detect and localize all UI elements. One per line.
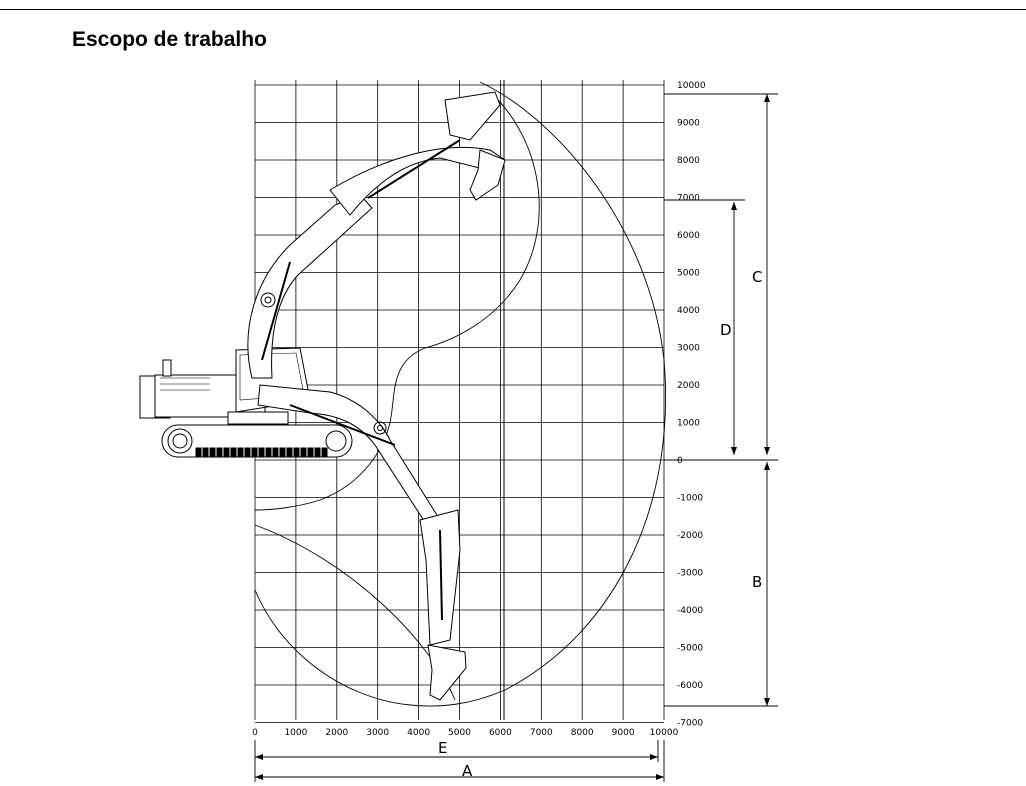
track-link: [314, 447, 321, 457]
y-tick-label: 0: [677, 456, 683, 466]
track-link: [223, 447, 230, 457]
y-tick-label: 10000: [677, 81, 706, 91]
y-tick-label: 5000: [677, 269, 700, 279]
y-tick-label: 8000: [677, 156, 700, 166]
x-tick-label: 1000: [284, 728, 307, 738]
track-link: [244, 447, 251, 457]
x-tick-label: 10000: [650, 728, 679, 738]
x-tick-label: 6000: [489, 728, 512, 738]
y-tick-label: 2000: [677, 381, 700, 391]
track-link: [293, 447, 300, 457]
y-tick-label: -4000: [677, 606, 703, 616]
track-link: [286, 447, 293, 457]
dimension-d-label: D: [720, 321, 732, 339]
x-tick-label: 8000: [571, 728, 594, 738]
x-tick-label: 7000: [530, 728, 553, 738]
y-tick-label: 6000: [677, 231, 700, 241]
track-link: [258, 447, 265, 457]
track-link: [265, 447, 272, 457]
x-tick-label: 4000: [407, 728, 430, 738]
exhaust-stack: [162, 359, 172, 377]
track-link: [237, 447, 244, 457]
lowered-boom-cylinder: [289, 404, 396, 446]
lowered-arm: [419, 509, 461, 646]
x-tick-label: 5000: [448, 728, 471, 738]
track-link: [321, 447, 328, 457]
dimension-a-label: A: [462, 762, 473, 780]
track-link: [230, 447, 237, 457]
track-link: [209, 447, 216, 457]
track-link: [216, 447, 223, 457]
raised-boom-cylinder: [261, 261, 291, 361]
idler-wheel-icon: [167, 428, 193, 454]
y-tick-label: -3000: [677, 569, 703, 579]
track-link: [202, 447, 209, 457]
track-link: [307, 447, 314, 457]
y-tick-label: 1000: [677, 419, 700, 429]
x-tick-label: 0: [252, 728, 258, 738]
y-tick-label: -2000: [677, 531, 703, 541]
track-link: [279, 447, 286, 457]
x-tick-label: 3000: [366, 728, 389, 738]
track-links: [195, 447, 328, 457]
y-tick-label: 3000: [677, 344, 700, 354]
dimension-c-label: C: [752, 268, 762, 286]
dimension-b-label: B: [752, 573, 762, 591]
track-link: [272, 447, 279, 457]
max-reach-curve: [254, 81, 667, 707]
x-tick-label: 9000: [612, 728, 635, 738]
track-link: [251, 447, 258, 457]
raised-arm-cylinder: [367, 139, 461, 199]
y-tick-label: -6000: [677, 681, 703, 691]
page-title: Escopo de trabalho: [72, 28, 267, 51]
dimension-arrows: [255, 94, 770, 780]
track-link: [195, 447, 202, 457]
dimension-lines: [254, 93, 778, 782]
swing-frame: [227, 411, 289, 425]
track-link: [300, 447, 307, 457]
x-axis-ticks: 0 1000 2000 3000 4000 5000 6000 7000 8000 9000 100…: [252, 728, 678, 738]
dimension-e-label: E: [438, 739, 447, 757]
x-tick-label: 2000: [325, 728, 348, 738]
y-tick-label: 9000: [677, 119, 700, 129]
lowered-arm-cylinder: [439, 529, 443, 621]
y-tick-label: 4000: [677, 306, 700, 316]
curled-bucket: [444, 91, 501, 141]
lowered-bucket: [427, 644, 467, 701]
y-tick-label: -7000: [677, 719, 703, 729]
y-axis-ticks: 1000090008000700060005000400030002000100…: [677, 81, 706, 729]
sprocket-wheel-icon: [325, 430, 347, 452]
y-tick-label: 7000: [677, 194, 700, 204]
y-tick-label: -1000: [677, 494, 703, 504]
raised-boom: [247, 194, 373, 379]
raised-bucket: [469, 149, 506, 201]
excavator-drawing: [139, 91, 506, 701]
top-rule: [0, 9, 1026, 10]
y-tick-label: -5000: [677, 644, 703, 654]
inner-dig-curve: [254, 94, 540, 511]
